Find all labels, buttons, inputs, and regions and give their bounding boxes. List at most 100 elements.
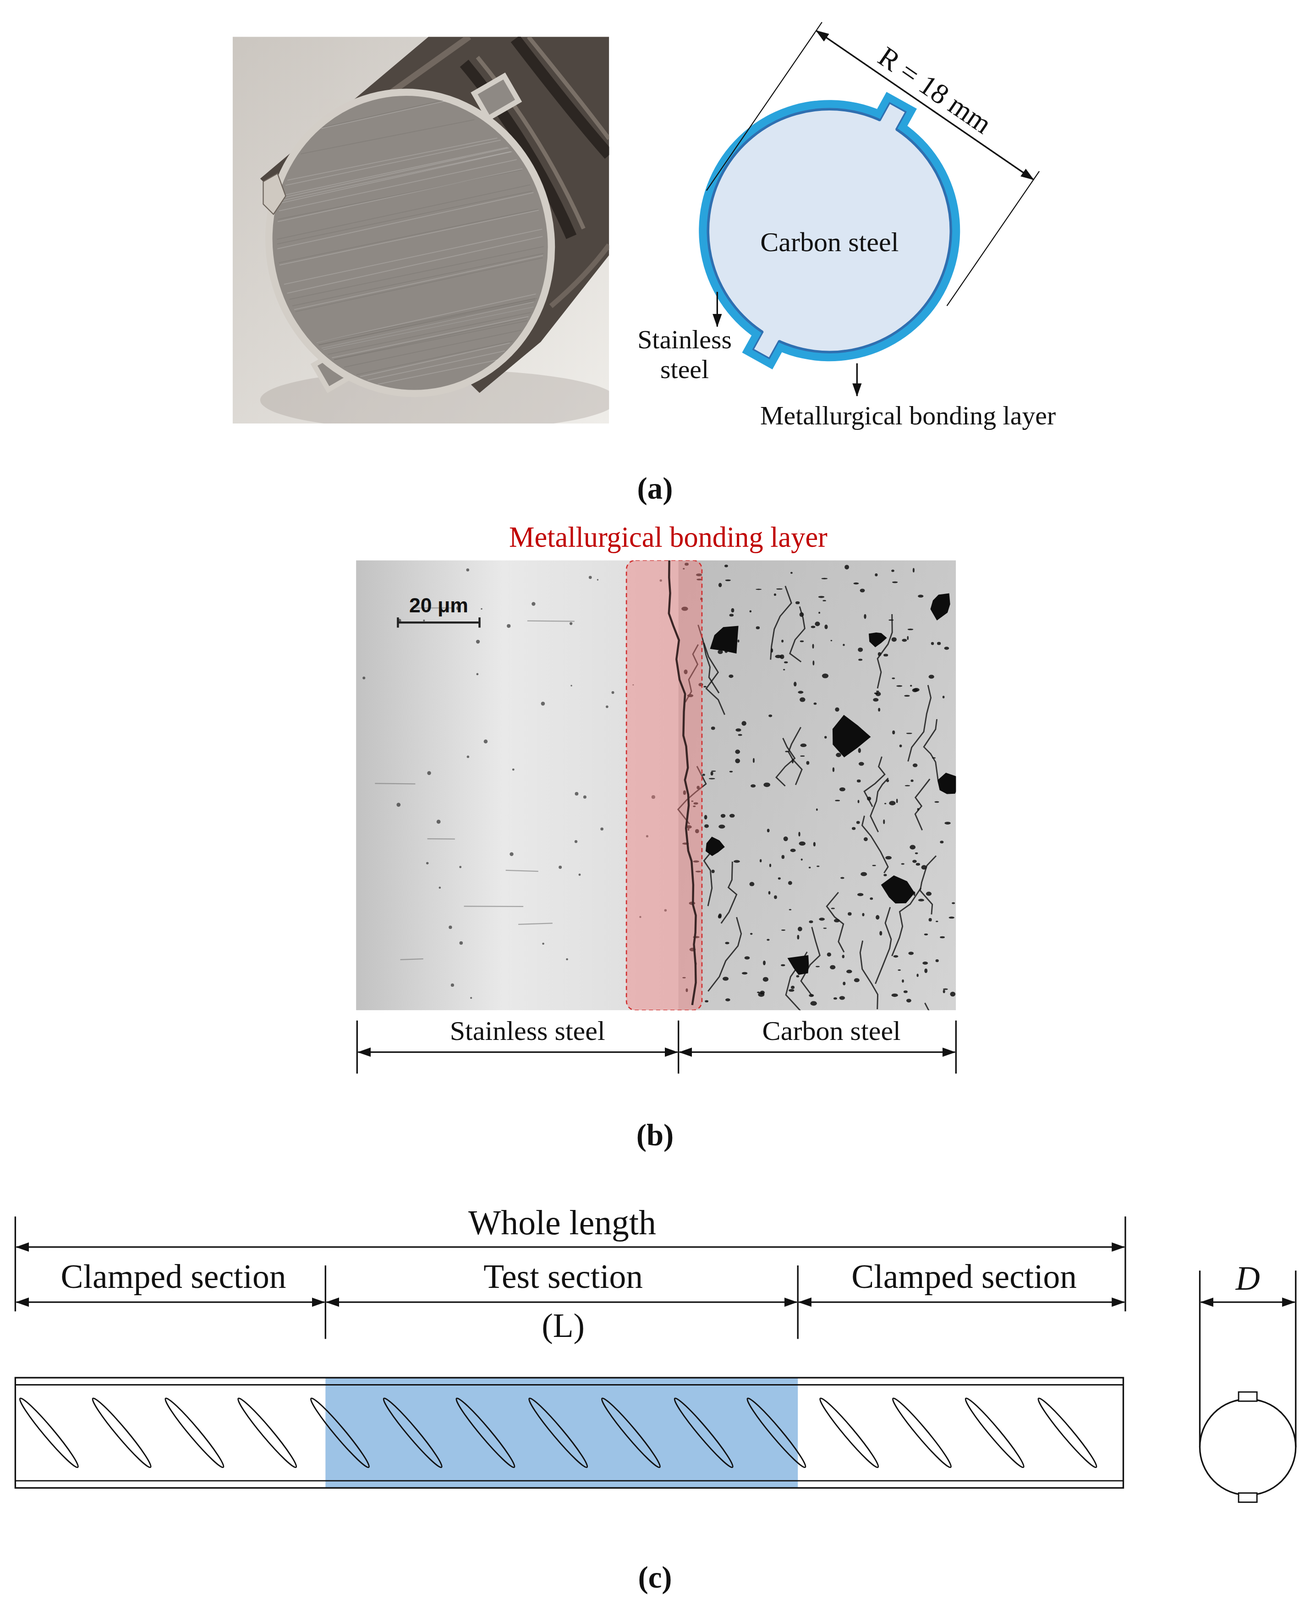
photo-texture — [295, 257, 543, 312]
micro-spot — [704, 823, 709, 828]
micro-spot — [901, 862, 905, 865]
micro-spot — [832, 767, 835, 772]
micro-spot — [818, 917, 825, 921]
micro-spot — [813, 702, 817, 705]
extension-line — [797, 1265, 799, 1339]
micro-spot — [755, 588, 762, 590]
micro-spot — [783, 668, 786, 670]
grain-boundary — [776, 737, 795, 786]
micro-spot — [942, 695, 945, 699]
micro-spot — [767, 828, 770, 833]
micro-spot — [752, 757, 755, 763]
dimension-line — [358, 1051, 678, 1053]
micrograph — [356, 559, 956, 1010]
micro-spot — [912, 763, 918, 768]
micro-spot — [812, 660, 815, 665]
micro-spot — [885, 855, 892, 860]
micro-spot — [702, 773, 706, 776]
micro-spot — [790, 985, 795, 989]
photo-texture — [331, 316, 529, 359]
dimension-line — [679, 1051, 955, 1053]
micro-spot — [922, 961, 928, 965]
photo-texture — [323, 305, 534, 352]
micro-spot — [883, 653, 888, 657]
micro-spot — [875, 691, 882, 697]
micro-spot — [816, 808, 818, 811]
micro-spot — [728, 674, 734, 678]
micro-spot — [788, 880, 793, 885]
micro-spot — [858, 761, 865, 766]
dimension-line — [16, 1245, 1125, 1248]
photo-texture — [286, 236, 543, 294]
micro-spot — [822, 673, 829, 678]
photo-texture — [287, 135, 498, 183]
micro-spot — [729, 813, 735, 818]
micro-spot — [901, 638, 907, 642]
micro-spot — [729, 770, 734, 773]
micro-spot — [720, 813, 726, 818]
micro-spot — [899, 744, 903, 748]
micro-spot — [823, 927, 828, 929]
micro-dot — [509, 851, 514, 856]
micro-spot — [858, 658, 863, 661]
micro-spot — [800, 755, 805, 757]
inclusion — [868, 632, 888, 647]
micro-dot — [422, 619, 425, 622]
photo-texture — [285, 139, 501, 187]
grain-boundary — [923, 718, 938, 780]
micro-spot — [891, 993, 899, 997]
micro-spot — [756, 991, 760, 993]
photo-ground — [232, 36, 610, 424]
bar-cross-section — [1200, 1398, 1296, 1495]
micro-spot — [762, 960, 766, 965]
micro-spot — [735, 728, 741, 732]
transverse-rib — [306, 1394, 373, 1470]
micro-spot — [789, 908, 792, 910]
extension-line — [324, 1265, 327, 1339]
photo-texture — [344, 329, 522, 368]
micro-spot — [749, 881, 755, 886]
extension-line — [1199, 1270, 1201, 1447]
micro-spot — [917, 594, 924, 598]
micro-spot — [734, 758, 740, 763]
micro-spot — [935, 959, 939, 962]
dimension-label: R = 18 mm — [872, 41, 998, 141]
micro-spot — [829, 964, 836, 970]
micro-spot — [781, 929, 786, 931]
micro-spot — [892, 581, 898, 583]
micro-spot — [875, 915, 880, 920]
grain-boundary — [707, 916, 741, 992]
transverse-rib — [16, 1394, 82, 1470]
micro-spot — [910, 779, 914, 782]
grain-boundary — [875, 906, 892, 984]
interface-crack — [668, 559, 697, 1005]
micro-spot — [778, 876, 781, 880]
micro-dot — [459, 865, 462, 868]
micro-spot — [853, 582, 859, 585]
micro-spot — [733, 860, 740, 863]
micro-spot — [711, 869, 715, 873]
photo-texture — [289, 245, 544, 301]
micro-spot — [775, 654, 782, 658]
photo-texture — [292, 252, 544, 307]
micro-dot — [476, 639, 480, 644]
micro-scratch — [527, 620, 575, 622]
micro-spot — [842, 643, 845, 647]
micro-spot — [860, 588, 866, 592]
micro-spot — [773, 895, 778, 899]
micro-spot — [704, 999, 709, 1003]
micro-spot — [877, 707, 881, 712]
micro-spot — [800, 743, 807, 747]
micro-dot — [588, 575, 592, 579]
micro-dot — [558, 865, 562, 869]
dimension-symbol: (L) — [541, 1306, 585, 1344]
micro-spot — [907, 628, 914, 631]
micro-spot — [830, 639, 833, 642]
micro-spot — [904, 784, 911, 787]
micro-spot — [897, 969, 901, 971]
micro-dot — [574, 839, 578, 843]
micro-spot — [768, 714, 773, 718]
micro-dot — [605, 705, 609, 708]
micro-spot — [780, 964, 785, 966]
micro-spot — [790, 848, 796, 852]
